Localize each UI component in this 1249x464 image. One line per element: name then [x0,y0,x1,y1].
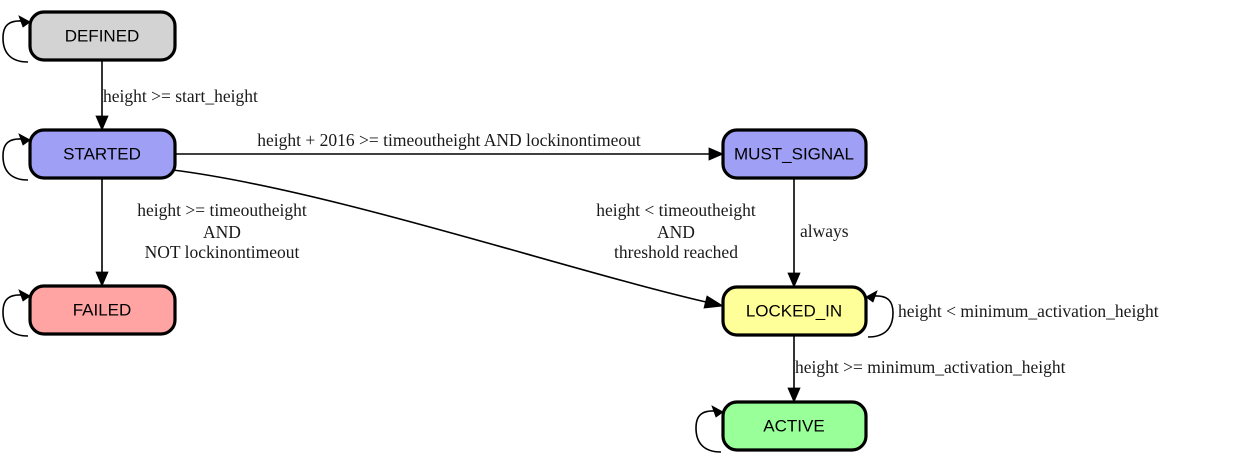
defined-to-started-arrowhead [95,115,109,132]
started-to-locked-in-arrowhead [703,295,725,309]
edge-label-started-to-failed: height >= timeoutheight AND NOT lockinon… [137,200,307,262]
defined-node-shape [28,10,177,62]
edge-label-started-to-locked-in-line-3: threshold reached [614,242,738,262]
defined-self-loop-arrowhead [18,15,31,28]
edge-locked-in-self-loop[interactable] [865,290,894,338]
edge-label-started-to-locked-in-line-1: height < timeoutheight [596,200,756,220]
edge-active-self-loop[interactable] [695,405,724,453]
state-node-defined[interactable]: DEFINED [28,10,177,62]
edge-label-started-to-must-signal: height + 2016 >= timeoutheight AND locki… [257,130,641,150]
state-node-started[interactable]: STARTED [28,128,177,180]
edge-failed-self-loop[interactable] [2,289,31,337]
started-self-loop-path [2,138,31,181]
edge-label-started-to-locked-in-line-2: AND [657,222,695,242]
started-to-locked-in-path [172,169,707,303]
failed-self-loop-arrowhead [18,289,31,302]
locked-in-to-active-arrowhead [787,387,801,404]
edge-label-started-to-failed-line-2: AND [203,222,241,242]
locked-in-self-loop-arrowhead [865,290,878,303]
edge-label-must-signal-to-locked-in: always [800,221,849,241]
state-node-must-signal[interactable]: MUST_SIGNAL [721,128,868,180]
edge-label-locked-in-self-loop: height < minimum_activation_height [898,301,1159,321]
started-to-must-signal-arrowhead [708,147,725,161]
edge-label-locked-in-to-active: height >= minimum_activation_height [795,357,1066,377]
locked-in-node-label: LOCKED_IN [746,301,842,320]
state-node-failed[interactable]: FAILED [28,284,177,336]
edge-started-to-failed[interactable] [95,178,109,288]
started-to-failed-arrowhead [95,271,109,288]
edge-locked-in-to-active[interactable] [787,335,801,404]
edge-label-started-to-failed-line-3: NOT lockinontimeout [145,242,300,262]
edge-label-started-to-failed-line-1: height >= timeoutheight [137,200,307,220]
locked-in-self-loop-path [865,295,894,338]
active-node-label: ACTIVE [763,416,824,435]
must-signal-node-label: MUST_SIGNAL [734,144,854,163]
edge-started-self-loop[interactable] [2,133,31,181]
edge-started-to-must-signal[interactable] [175,147,725,161]
edge-started-to-locked-in[interactable] [172,169,725,309]
edge-label-defined-to-started: height >= start_height [103,86,258,106]
started-node-shape [28,128,177,180]
state-node-active[interactable]: ACTIVE [721,400,868,452]
must-signal-to-locked-in-arrowhead [787,272,801,289]
locked-in-node-shape [721,285,868,337]
active-self-loop-path [695,410,724,453]
failed-self-loop-path [2,294,31,337]
active-self-loop-arrowhead [711,405,724,418]
edge-defined-to-started[interactable] [95,60,109,132]
edge-must-signal-to-locked-in[interactable] [787,178,801,289]
state-node-locked-in[interactable]: LOCKED_IN [721,285,868,337]
edge-defined-self-loop[interactable] [2,15,31,63]
failed-node-label: FAILED [73,300,132,319]
must-signal-node-shape [721,128,868,180]
defined-node-label: DEFINED [65,26,140,45]
failed-node-shape [28,284,177,336]
active-node-shape [721,400,868,452]
started-node-label: STARTED [63,144,141,163]
defined-self-loop-path [2,20,31,63]
started-self-loop-arrowhead [18,133,31,146]
edge-label-started-to-locked-in: height < timeoutheight AND threshold rea… [596,200,756,262]
